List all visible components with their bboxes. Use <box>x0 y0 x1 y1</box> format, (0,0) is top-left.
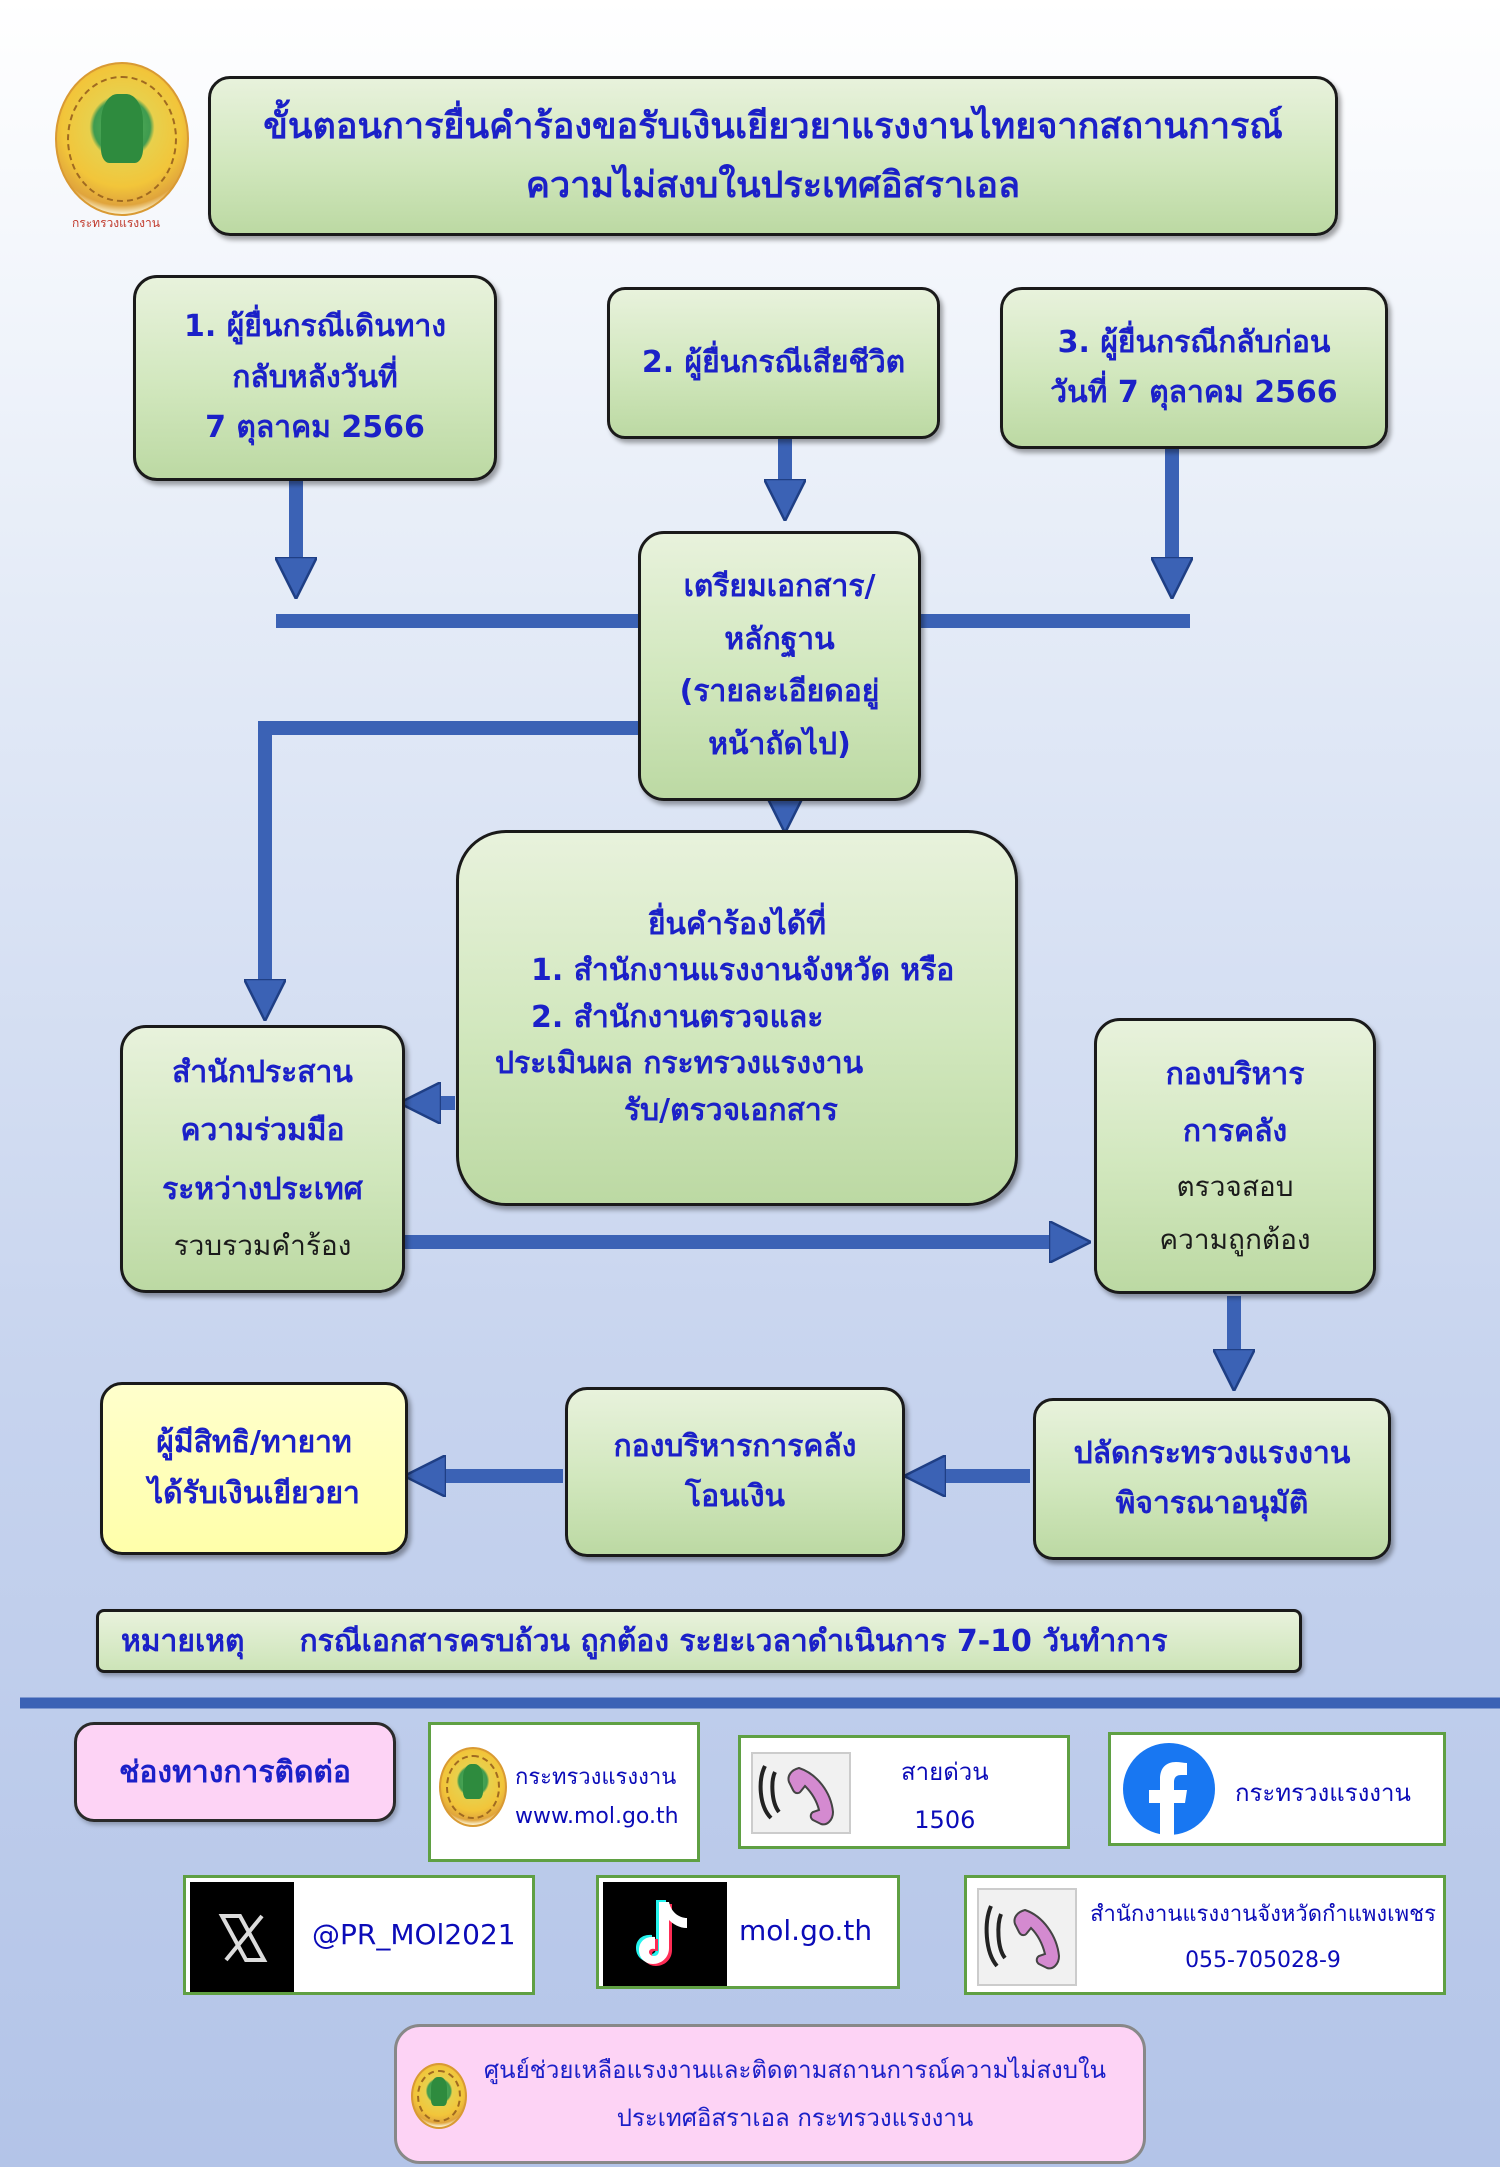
case3-line-2: วันที่ 7 ตุลาคม 2566 <box>1050 375 1338 410</box>
case1-box: 1. ผู้ยื่นกรณีเดินทาง กลับหลังวันที่ 7 ต… <box>133 275 497 481</box>
secretary-line-2: พิจารณาอนุมัติ <box>1115 1486 1309 1521</box>
page-title: ขั้นตอนการยื่นคำร้องขอรับเงินเยียวยาแรงง… <box>208 76 1338 236</box>
website-card[interactable]: กระทรวงแรงงาน www.mol.go.th <box>428 1722 700 1862</box>
case1-line-2: กลับหลังวันที่ <box>232 359 398 395</box>
recipient-box: ผู้มีสิทธิ/ทายาท ได้รับเงินเยียวยา <box>100 1382 408 1555</box>
apply-heading: ยื่นคำร้องได้ที่ <box>647 906 827 942</box>
ministry-logo <box>55 62 189 216</box>
x-handle: @PR_MOl2021 <box>312 1918 516 1951</box>
finance-check-sub-1: ตรวจสอบ <box>1176 1169 1294 1203</box>
case2-line-1: 2. ผู้ยื่นกรณีเสียชีวิต <box>641 344 906 380</box>
facebook-name: กระทรวงแรงงาน <box>1235 1779 1411 1807</box>
case3-box: 3. ผู้ยื่นกรณีกลับก่อน วันที่ 7 ตุลาคม 2… <box>1000 287 1388 449</box>
center-line-1: ศูนย์ช่วยเหลือแรงงานและติดตามสถานการณ์คว… <box>483 2056 1107 2084</box>
apply-note: รับ/ตรวจเอกสาร <box>624 1092 838 1128</box>
hotline-card[interactable]: สายด่วน 1506 <box>738 1735 1070 1849</box>
provincial-office-phone[interactable]: 055-705028-9 <box>1185 1948 1341 1974</box>
secretary-line-1: ปลัดกระทรวงแรงงาน <box>1073 1435 1351 1471</box>
prepare-line-4: หน้าถัดไป) <box>708 726 851 762</box>
case2-box: 2. ผู้ยื่นกรณีเสียชีวิต <box>607 287 940 439</box>
phone-icon-2 <box>977 1888 1077 1986</box>
recipient-line-1: ผู้มีสิทธิ/ทายาท <box>156 1425 352 1461</box>
prepare-line-1: เตรียมเอกสาร/ <box>683 569 876 604</box>
note-label: หมายเหตุ <box>121 1623 245 1659</box>
case1-line-3: 7 ตุลาคม 2566 <box>205 410 425 446</box>
apply-location-box: ยื่นคำร้องได้ที่ 1. สำนักงานแรงงานจังหวั… <box>456 830 1018 1206</box>
coordination-line-3: ระหว่างประเทศ <box>162 1171 363 1207</box>
facebook-icon <box>1123 1743 1215 1837</box>
x-card[interactable]: @PR_MOl2021 <box>183 1875 535 1995</box>
note-bar: หมายเหตุ กรณีเอกสารครบถ้วน ถูกต้อง ระยะเ… <box>96 1609 1302 1673</box>
permanent-secretary-box: ปลัดกระทรวงแรงงาน พิจารณาอนุมัติ <box>1033 1398 1391 1560</box>
case3-line-1: 3. ผู้ยื่นกรณีกลับก่อน <box>1057 324 1331 360</box>
facebook-card[interactable]: กระทรวงแรงงาน <box>1108 1732 1446 1846</box>
contact-heading: ช่องทางการติดต่อ <box>74 1722 396 1822</box>
transfer-line-2: โอนเงิน <box>684 1479 786 1514</box>
prepare-line-2: หลักฐาน <box>724 621 835 657</box>
center-line-2: ประเทศอิสราเอล กระทรวงแรงงาน <box>616 2104 974 2132</box>
finance-check-line-1: กองบริหาร <box>1165 1056 1305 1092</box>
title-line-2: ความไม่สงบในประเทศอิสราเอล <box>525 165 1021 206</box>
phone-icon <box>751 1752 851 1834</box>
logo-caption: กระทรวงแรงงาน <box>72 216 160 230</box>
coordination-sub: รวบรวมคำร้อง <box>173 1229 352 1263</box>
apply-item-1: 1. สำนักงานแรงงานจังหวัด หรือ <box>531 953 955 989</box>
prepare-line-3: (รายละเอียดอยู่ <box>679 674 880 709</box>
finance-check-box: กองบริหาร การคลัง ตรวจสอบ ความถูกต้อง <box>1094 1018 1376 1294</box>
ministry-logo-center <box>411 2063 467 2129</box>
coordination-office-box: สำนักประสาน ความร่วมมือ ระหว่างประเทศ รว… <box>120 1025 405 1293</box>
finance-check-line-2: การคลัง <box>1182 1113 1288 1149</box>
provincial-office-name: สำนักงานแรงงานจังหวัดกำแพงเพชร <box>1090 1902 1436 1927</box>
recipient-line-2: ได้รับเงินเยียวยา <box>148 1475 360 1511</box>
apply-item-2: 2. สำนักงานตรวจและ <box>531 999 824 1035</box>
note-text: กรณีเอกสารครบถ้วน ถูกต้อง ระยะเวลาดำเนิน… <box>299 1623 1168 1659</box>
finance-check-sub-2: ความถูกต้อง <box>1159 1223 1311 1256</box>
title-line-1: ขั้นตอนการยื่นคำร้องขอรับเงินเยียวยาแรงง… <box>263 105 1283 147</box>
transfer-line-1: กองบริหารการคลัง <box>613 1428 857 1464</box>
x-icon <box>190 1882 294 1992</box>
apply-item-2b: ประเมินผล กระทรวงแรงงาน <box>495 1046 864 1082</box>
prepare-documents-box: เตรียมเอกสาร/ หลักฐาน (รายละเอียดอยู่ หน… <box>638 531 921 801</box>
coordination-line-1: สำนักประสาน <box>172 1054 353 1090</box>
hotline-number[interactable]: 1506 <box>914 1806 976 1834</box>
website-name: กระทรวงแรงงาน <box>515 1765 677 1790</box>
case1-line-1: 1. ผู้ยื่นกรณีเดินทาง <box>183 309 446 345</box>
tiktok-icon <box>603 1882 727 1986</box>
ministry-logo-small <box>439 1747 507 1827</box>
assistance-center-banner: ศูนย์ช่วยเหลือแรงงานและติดตามสถานการณ์คว… <box>394 2024 1146 2164</box>
tiktok-handle: mol.go.th <box>739 1914 873 1947</box>
provincial-office-card[interactable]: สำนักงานแรงงานจังหวัดกำแพงเพชร 055-70502… <box>964 1875 1446 1995</box>
hotline-label: สายด่วน <box>901 1758 989 1786</box>
website-url[interactable]: www.mol.go.th <box>515 1803 679 1829</box>
finance-transfer-box: กองบริหารการคลัง โอนเงิน <box>565 1387 905 1557</box>
tiktok-card[interactable]: mol.go.th <box>596 1875 900 1989</box>
coordination-line-2: ความร่วมมือ <box>180 1113 345 1149</box>
